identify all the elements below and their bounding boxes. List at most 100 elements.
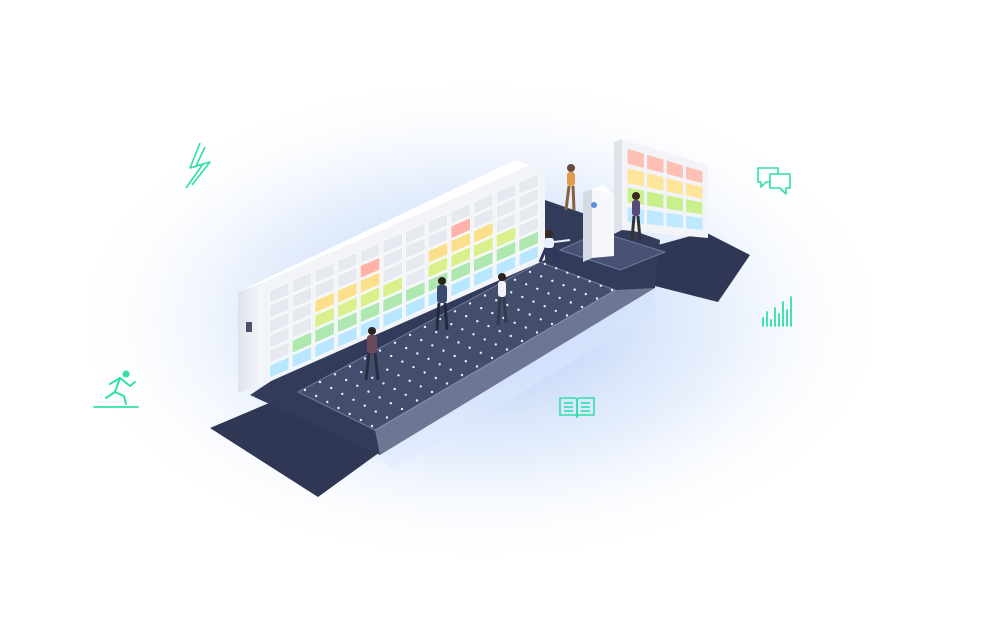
floor-light-dots <box>303 262 614 428</box>
led-wall-cell <box>382 290 403 314</box>
floor-light-dot <box>412 365 415 369</box>
floor-light-dot <box>461 328 464 331</box>
led-wall-cell <box>314 291 335 314</box>
floor-light-dot <box>405 346 408 350</box>
floor-light-dot <box>483 294 487 297</box>
floor-light-dot <box>434 376 437 380</box>
person-dark-suit <box>435 277 449 331</box>
led-wall-cell <box>337 311 358 334</box>
floor-light-dot <box>588 280 591 283</box>
glass-base-front <box>380 288 655 470</box>
kiosk-top <box>583 185 614 196</box>
floor-light-dot <box>543 305 546 308</box>
floor-light-dot <box>318 380 322 384</box>
floor-light-dot <box>363 357 367 360</box>
small-wall-side <box>614 139 622 234</box>
floor-light-dot <box>524 326 527 329</box>
led-wall-cell <box>518 230 539 253</box>
floor-light-dot <box>337 406 340 410</box>
floor-light-dot <box>562 284 565 287</box>
floor-light-dot <box>540 275 543 278</box>
led-wall-cell <box>337 325 358 349</box>
floor-light-dot <box>532 300 535 303</box>
led-wall-cell <box>427 241 449 264</box>
person-jumping-top <box>564 164 576 211</box>
floor-light-dot <box>505 348 509 351</box>
floor-light-dot <box>442 349 445 352</box>
led-wall-cell <box>518 173 539 195</box>
floor-light-dot <box>401 360 404 363</box>
floor-light-dot <box>438 363 441 366</box>
floor-light-dot <box>453 354 456 358</box>
floor-light-dot <box>577 275 580 279</box>
floor-light-dot <box>573 288 576 291</box>
bar-chart-icon <box>762 296 792 327</box>
led-wall-cell <box>450 231 471 254</box>
floor-light-dot <box>566 271 569 274</box>
kiosk-front <box>592 188 614 258</box>
led-wall-cell <box>495 255 517 278</box>
small-led-cell <box>647 191 664 209</box>
floor-light-dot <box>513 278 517 281</box>
person-near-small-wall <box>630 192 642 241</box>
led-wall-cell <box>337 281 358 304</box>
led-wall-cell <box>405 222 426 245</box>
small-led-cell <box>666 177 683 195</box>
small-led-cell <box>686 215 703 230</box>
led-wall-cell <box>269 326 290 349</box>
floor-light-dot <box>521 295 524 299</box>
person-white-shirt <box>496 273 508 326</box>
led-wall-cell <box>473 265 494 288</box>
led-wall-cell <box>269 281 290 304</box>
led-wall-cell <box>269 296 290 319</box>
floor-light-dot <box>506 303 509 307</box>
floor-light-dot <box>480 307 483 310</box>
led-wall-cell <box>337 251 358 275</box>
small-led-cell <box>666 212 683 228</box>
floor-light-dot <box>468 302 472 305</box>
led-wall-cell <box>359 301 381 324</box>
led-wall-cell <box>337 266 358 289</box>
led-wall-cell <box>291 271 313 294</box>
floor-light-dot <box>535 331 539 334</box>
led-wall-cell <box>495 211 517 234</box>
floor-light-dot <box>491 311 494 315</box>
floor-light-dot <box>348 365 352 368</box>
floor-light-dot <box>498 329 501 333</box>
floor-light-dot <box>326 400 329 404</box>
led-wall-cell <box>473 250 494 273</box>
small-led-cell <box>666 160 683 179</box>
runner-icon <box>93 370 139 408</box>
floor-light-dot <box>367 390 370 393</box>
floor-light-dot <box>476 320 479 323</box>
led-wall-cell <box>382 232 403 255</box>
floor-light-dot <box>565 314 569 317</box>
floor-light-dot <box>483 338 486 341</box>
floor-light-dot <box>363 404 366 407</box>
floor-light-dot <box>450 323 453 326</box>
small-led-cell <box>686 199 703 215</box>
floor-light-dot <box>555 267 558 270</box>
led-wall-cell <box>518 187 539 210</box>
person-crouching <box>538 230 571 263</box>
floor-light-dot <box>520 339 524 343</box>
floor-light-dot <box>348 412 351 416</box>
led-wall-cell <box>314 321 335 344</box>
led-wall-cell <box>291 346 313 369</box>
floor-light-dot <box>360 370 363 374</box>
interactive-floor <box>296 261 617 431</box>
floor-light-dot <box>430 390 434 394</box>
floor-light-dot <box>513 321 516 324</box>
floor-light-dot <box>356 384 359 387</box>
led-wall-cell <box>495 197 517 220</box>
floor-light-dot <box>569 301 572 304</box>
floor-light-dot <box>528 313 531 316</box>
open-book-icon <box>559 397 595 418</box>
led-wall-cell <box>291 331 313 354</box>
floor-light-dot <box>333 373 337 376</box>
led-wall-cell <box>495 226 517 249</box>
floor-light-dot <box>554 309 557 313</box>
floor-light-dot <box>595 297 599 300</box>
floor-light-dot <box>390 354 393 358</box>
